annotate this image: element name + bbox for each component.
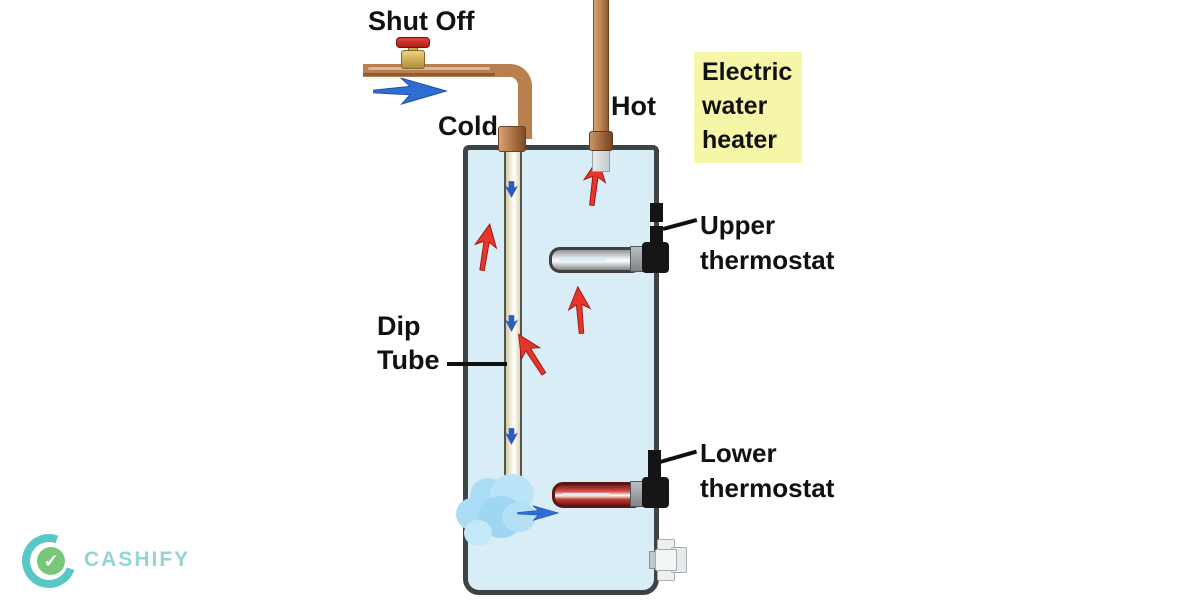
cold-down-arrow-icon [505, 181, 518, 198]
element-loop-gap [562, 493, 610, 496]
hot-outlet-pipe [593, 0, 609, 148]
drain-valve [655, 549, 677, 571]
dip-tube-leader-line [447, 362, 507, 366]
cold-inlet-coupling [498, 126, 526, 152]
cold-water-splash [456, 474, 552, 552]
cold-down-arrow-icon [505, 428, 518, 445]
diagram-title-line3: heater [702, 126, 778, 154]
pipe-shadow [363, 73, 495, 76]
hot-outlet-coupling [589, 131, 613, 151]
pipe-highlight [507, 84, 510, 122]
lower-thermostat-label: Lower thermostat [700, 436, 834, 506]
dip-tube-label-line1: Dip [377, 311, 421, 341]
lower-thermostat-label-line1: Lower [700, 438, 777, 468]
dip-tube-label-line2: Tube [377, 345, 440, 375]
lower-thermostat-label-line2: thermostat [700, 473, 835, 503]
cold-label: Cold [438, 111, 498, 141]
shut-off-label: Shut Off [368, 6, 475, 36]
upper-thermostat-label-line1: Upper [700, 210, 776, 240]
cold-down-arrow-icon [505, 315, 518, 332]
hot-label: Hot [611, 91, 656, 121]
element-loop-gap [559, 258, 607, 261]
splash-blob [502, 502, 536, 532]
cashify-check-icon: ✓ [37, 547, 65, 575]
lower-element-nut [642, 477, 669, 508]
upper-element-nut [642, 242, 669, 273]
upper-heating-element [549, 247, 643, 273]
splash-flow-arrow-icon [517, 505, 559, 521]
hot-up-arrow-icon [567, 285, 592, 335]
diagram-title-line1: Electric [702, 58, 793, 86]
cashify-logo: ✓ CASHIFY [13, 525, 242, 597]
shutoff-valve-body [401, 50, 425, 69]
hot-outlet-stub [592, 150, 610, 172]
shutoff-valve-handle-icon [396, 37, 430, 48]
upper-thermostat-leader-line [662, 218, 698, 231]
hot-up-arrow-icon [518, 333, 547, 376]
dip-tube-label: Dip Tube [377, 309, 440, 377]
upper-thermostat-box [650, 226, 663, 247]
hot-up-arrow-icon [473, 223, 498, 272]
diagram-title: Electric water heater [694, 52, 803, 163]
splash-blob [464, 520, 492, 546]
lower-thermostat-leader-line [659, 449, 698, 464]
lower-thermostat-box [648, 450, 661, 480]
diagram-title-line2: water [702, 92, 768, 120]
upper-thermostat-box [650, 203, 663, 222]
pipe-highlight [368, 67, 490, 70]
cashify-brand-text: CASHIFY [84, 548, 191, 571]
upper-thermostat-label-line2: thermostat [700, 245, 835, 275]
inlet-flow-arrow-icon [373, 77, 449, 105]
upper-thermostat-label: Upper thermostat [700, 208, 834, 278]
